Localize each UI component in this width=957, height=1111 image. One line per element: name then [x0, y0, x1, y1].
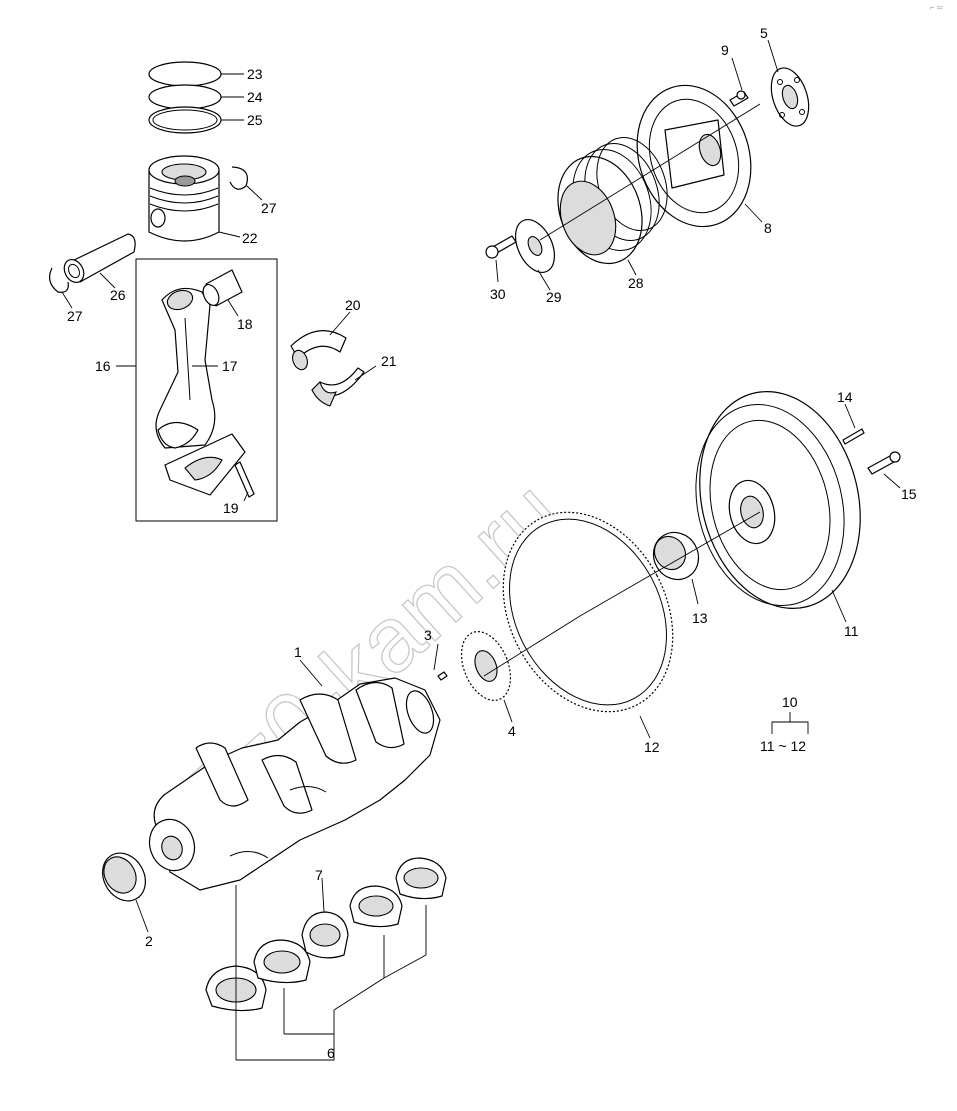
flywheel	[695, 391, 861, 609]
crank-pulley	[557, 137, 668, 265]
callout-3: 3	[424, 627, 432, 643]
pilot-bearing	[652, 531, 700, 581]
callout-labels: 23 24 25 27 22 26 27 16 17 18 19 20 21 9…	[67, 25, 917, 1061]
callout-7: 7	[315, 867, 323, 883]
callout-9: 9	[721, 42, 729, 58]
callout-16: 16	[95, 358, 111, 374]
snap-ring-left	[48, 267, 69, 293]
thrust-bearing	[301, 911, 349, 959]
crankshaft	[148, 677, 441, 891]
callout-21: 21	[381, 353, 397, 369]
corner-mark: ⌐ ═	[930, 3, 943, 12]
piston-rings	[148, 61, 222, 134]
pulley-washer	[514, 219, 556, 273]
piston	[148, 155, 220, 242]
callout-28: 28	[628, 275, 644, 291]
piston-pin	[63, 233, 136, 284]
key-pin	[437, 671, 448, 681]
dowel-pin	[842, 428, 865, 445]
callout-22: 22	[242, 230, 258, 246]
flywheel-bolt	[867, 451, 901, 475]
vibration-damper	[636, 84, 752, 228]
callout-26: 26	[110, 287, 126, 303]
connecting-rod	[155, 287, 216, 449]
callout-8: 8	[764, 220, 772, 236]
callout-23: 23	[247, 66, 263, 82]
upper-bearing-shell	[290, 330, 347, 371]
callout-27-right: 27	[261, 200, 277, 216]
callout-13: 13	[692, 610, 708, 626]
callout-5: 5	[760, 25, 768, 41]
crank-gear	[460, 631, 512, 701]
callout-18: 18	[237, 316, 253, 332]
callout-2: 2	[145, 933, 153, 949]
callout-19: 19	[223, 500, 239, 516]
callout-6: 6	[327, 1045, 335, 1061]
callout-30: 30	[490, 286, 506, 302]
callout-11: 11	[844, 623, 859, 639]
callout-1: 1	[294, 644, 302, 660]
pulley-bolt	[485, 235, 517, 259]
main-bearing-2	[253, 939, 311, 984]
leader-lines	[61, 39, 901, 1061]
damper-bolt	[729, 90, 749, 107]
damper-plate	[770, 67, 810, 127]
front-seal-ring	[102, 852, 146, 902]
callout-12: 12	[644, 739, 660, 755]
callout-24: 24	[247, 89, 263, 105]
callout-range-11-12: 11 ~ 12	[760, 738, 806, 754]
callout-14: 14	[837, 389, 853, 405]
callout-17: 17	[222, 358, 238, 374]
callout-25: 25	[247, 112, 263, 128]
main-bearing-3	[349, 885, 403, 928]
small-end-bushing	[202, 269, 243, 307]
rod-cap	[164, 433, 255, 498]
callout-4: 4	[508, 723, 516, 739]
callout-29: 29	[546, 289, 562, 305]
callout-27-left: 27	[67, 308, 83, 324]
lower-bearing-shell	[311, 367, 365, 407]
callout-10: 10	[782, 694, 798, 710]
main-bearing-4	[395, 857, 447, 900]
connecting-rod-group-frame	[135, 258, 278, 522]
snap-ring-right	[229, 166, 248, 190]
callout-15: 15	[901, 486, 917, 502]
ring-gear	[502, 511, 674, 713]
callout-20: 20	[345, 297, 361, 313]
